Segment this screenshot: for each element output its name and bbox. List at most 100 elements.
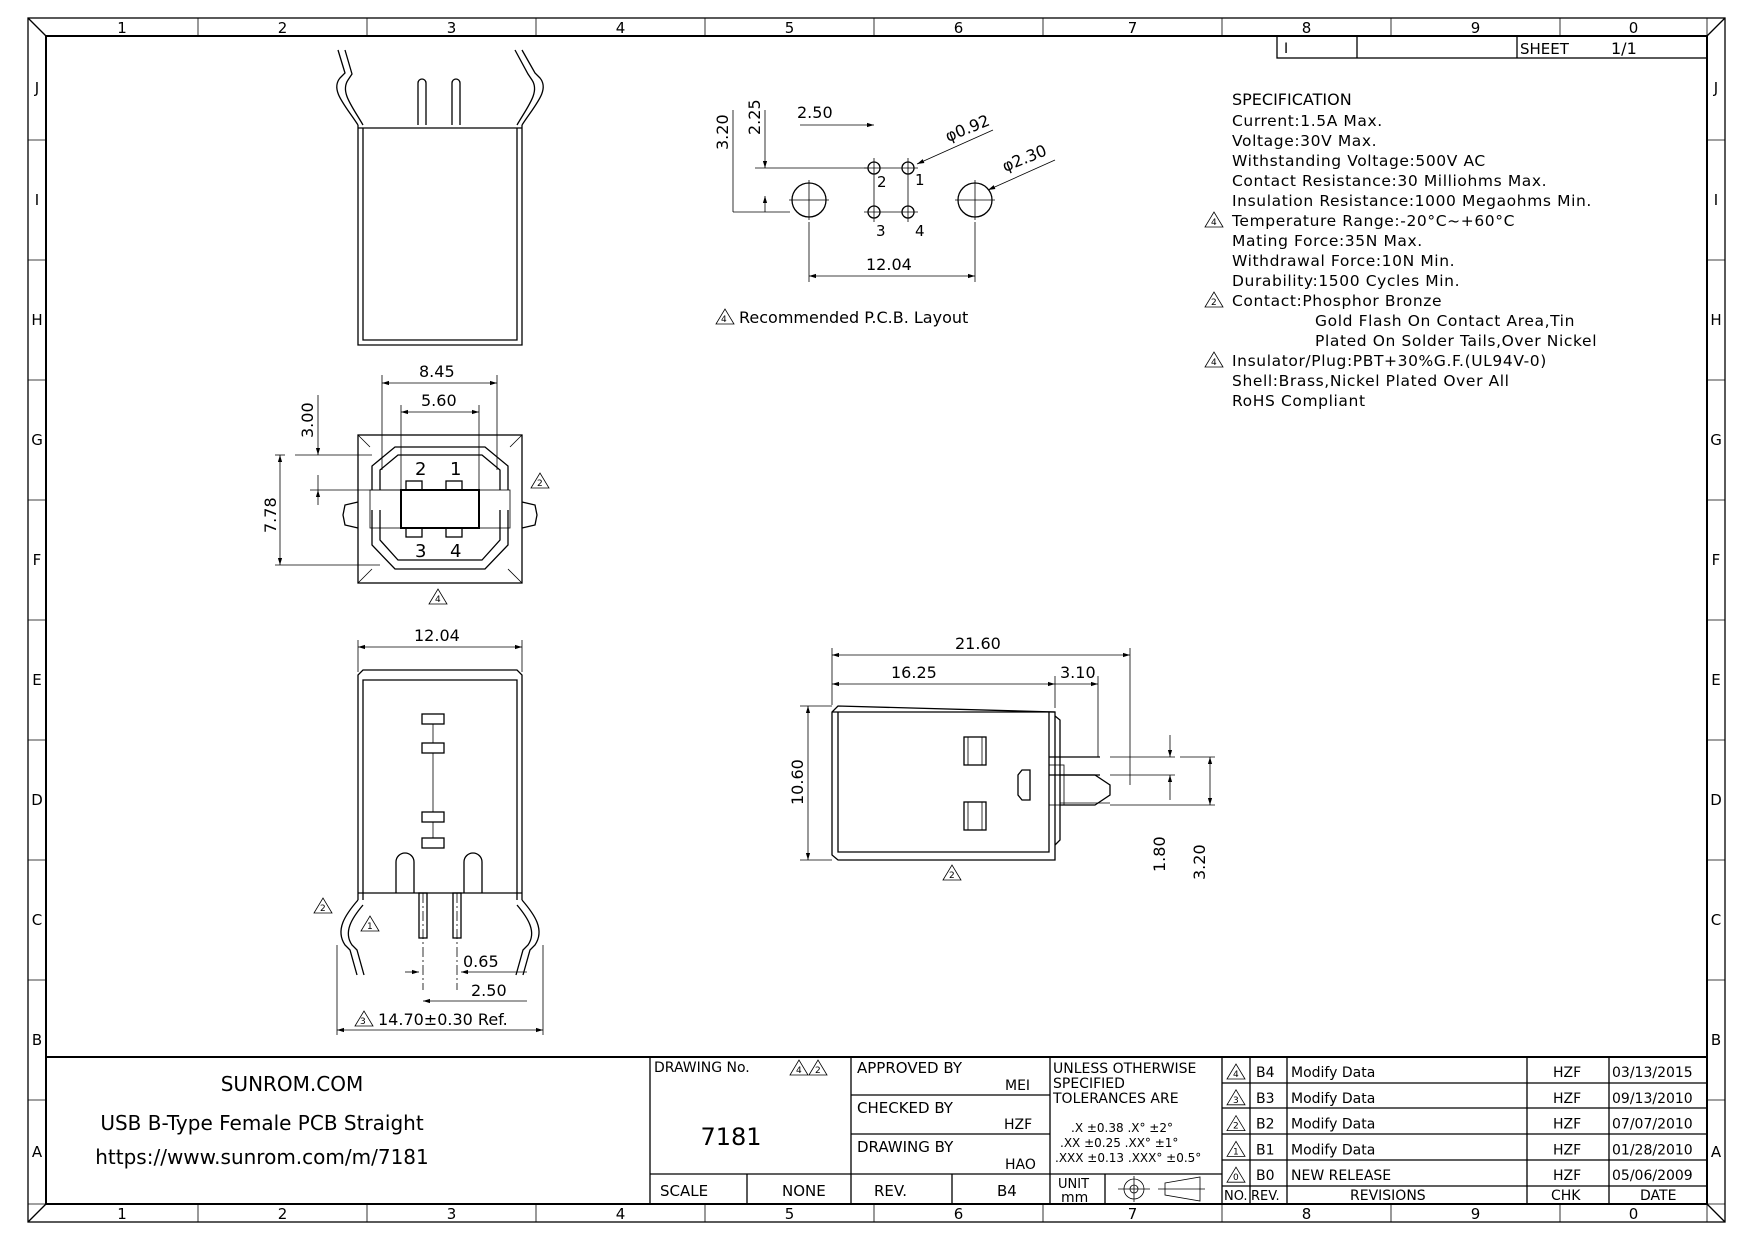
spec-line: Withdrawal Force:10N Min.	[1232, 252, 1455, 270]
sheet-rev-cell: I	[1284, 41, 1288, 57]
spec-line: Insulation Resistance:1000 Megaohms Min.	[1232, 192, 1592, 210]
rev-chk: HZF	[1553, 1065, 1581, 1081]
row-label-left: F	[33, 551, 42, 569]
rev-code: B0	[1256, 1168, 1275, 1184]
col-label-top: 1	[117, 19, 127, 37]
sheet-label: SHEET	[1520, 40, 1570, 58]
checked-value: HZF	[1004, 1117, 1032, 1133]
col-label-bottom: 3	[447, 1205, 457, 1223]
pcb-dim-1204: 12.04	[866, 255, 912, 274]
front-dim-778: 7.78	[261, 497, 280, 533]
col-label-bottom: 5	[785, 1205, 795, 1223]
title-block: SUNROM.COM USB B-Type Female PCB Straigh…	[46, 1056, 1707, 1206]
rev-code: B1	[1256, 1142, 1275, 1158]
side-dim-1060: 10.60	[788, 759, 807, 805]
col-label-top: 4	[616, 19, 626, 37]
bottom-dim-ref: 14.70±0.30 Ref.	[378, 1010, 508, 1029]
front-pin-1: 1	[450, 459, 461, 480]
pcb-dim-250: 2.50	[797, 103, 833, 122]
drawing-no-mark-1: 4	[796, 1066, 802, 1076]
col-label-bottom: 9	[1471, 1205, 1481, 1223]
bottom-dim-width: 12.04	[414, 626, 460, 645]
spec-line: Gold Flash On Contact Area,Tin	[1315, 312, 1575, 330]
rev-mark: 1	[1233, 1147, 1239, 1157]
specification-block: SPECIFICATION Current:1.5A Max.Voltage:3…	[1204, 90, 1597, 410]
drawing-number: 7181	[700, 1123, 761, 1151]
pcb-dim-hole-large: φ2.30	[999, 141, 1049, 176]
bottom-dim-065: 0.65	[463, 952, 499, 971]
front-pin-4: 4	[450, 541, 461, 562]
scale-label: SCALE	[660, 1182, 708, 1200]
col-label-top: 2	[278, 19, 288, 37]
side-dim-320: 3.20	[1190, 844, 1209, 880]
row-label-left: G	[31, 431, 43, 449]
spec-line: Shell:Brass,Nickel Plated Over All	[1232, 372, 1510, 390]
row-label-right: H	[1710, 311, 1721, 329]
col-label-bottom: 6	[954, 1205, 964, 1223]
tol-line-2: SPECIFIED	[1053, 1076, 1125, 1092]
rev-mark: 4	[1233, 1070, 1239, 1080]
col-label-top: 9	[1471, 19, 1481, 37]
pcb-pin-3: 3	[876, 222, 886, 240]
unit-label: UNIT	[1058, 1177, 1089, 1192]
rev-header-chk: CHK	[1551, 1188, 1581, 1204]
spec-line: Temperature Range:-20°C~+60°C	[1231, 212, 1515, 230]
tol-line-3: TOLERANCES ARE	[1052, 1091, 1179, 1107]
row-label-left: D	[31, 791, 43, 809]
rev-desc: Modify Data	[1291, 1065, 1375, 1081]
rev-mark: 2	[1233, 1122, 1239, 1132]
row-label-right: B	[1711, 1031, 1721, 1049]
front-view: 2 1 3 4 8.45 5.60 3.00 7.78 2 4	[261, 362, 550, 605]
unit-value: mm	[1061, 1190, 1088, 1206]
pcb-pin-1: 1	[915, 171, 925, 189]
row-label-right: G	[1710, 431, 1722, 449]
front-pin-3: 3	[415, 541, 426, 562]
rev-date: 05/06/2009	[1612, 1168, 1693, 1184]
pcb-layout-view: 2 1 3 4 2.50 2.25 3.20 φ0.92 φ2.30 12.04…	[713, 99, 1056, 327]
rev-desc: Modify Data	[1291, 1142, 1375, 1158]
rev-chk: HZF	[1553, 1117, 1581, 1133]
side-dim-310: 3.10	[1060, 663, 1096, 682]
rev-desc: NEW RELEASE	[1291, 1168, 1391, 1184]
top-view	[336, 49, 544, 346]
checked-label: CHECKED BY	[857, 1099, 954, 1117]
row-label-left: H	[31, 311, 42, 329]
spec-line: Withstanding Voltage:500V AC	[1232, 152, 1486, 170]
pcb-caption: Recommended P.C.B. Layout	[739, 308, 968, 327]
sheet-value: 1/1	[1611, 39, 1637, 58]
row-label-left: C	[32, 911, 42, 929]
bottom-dim-250: 2.50	[471, 981, 507, 1000]
rev-desc: Modify Data	[1291, 1117, 1375, 1133]
row-label-right: C	[1711, 911, 1721, 929]
col-label-bottom: 2	[278, 1205, 288, 1223]
col-label-top: 6	[954, 19, 964, 37]
front-dim-560: 5.60	[421, 391, 457, 410]
side-dim-180: 1.80	[1150, 836, 1169, 872]
col-label-top: 5	[785, 19, 795, 37]
rev-date: 09/13/2010	[1612, 1091, 1693, 1107]
row-label-left: B	[32, 1031, 42, 1049]
tol-line-1: UNLESS OTHERWISE	[1053, 1061, 1196, 1077]
row-label-left: I	[35, 191, 39, 209]
spec-line: Current:1.5A Max.	[1232, 112, 1383, 130]
projection-symbol-icon	[1118, 1176, 1205, 1202]
rev-header-no: NO.	[1224, 1189, 1248, 1204]
rev-code: B4	[1256, 1065, 1275, 1081]
spec-line: RoHS Compliant	[1232, 392, 1366, 410]
rev-date: 07/07/2010	[1612, 1117, 1693, 1133]
rev-label: REV.	[874, 1182, 907, 1200]
spec-line: Plated On Solder Tails,Over Nickel	[1315, 332, 1597, 350]
col-label-bottom: 8	[1302, 1205, 1312, 1223]
drawing-no-mark-2: 2	[815, 1066, 821, 1076]
product-title: USB B-Type Female PCB Straight	[100, 1111, 424, 1135]
row-label-left: A	[32, 1143, 43, 1161]
col-label-top: 7	[1128, 19, 1138, 37]
spec-line: Voltage:30V Max.	[1232, 132, 1377, 150]
product-url[interactable]: https://www.sunrom.com/m/7181	[95, 1145, 429, 1169]
col-label-bottom: 1	[117, 1205, 127, 1223]
spec-line: Contact Resistance:30 Milliohms Max.	[1232, 172, 1547, 190]
col-label-top: 3	[447, 19, 457, 37]
row-label-left: E	[32, 671, 41, 689]
